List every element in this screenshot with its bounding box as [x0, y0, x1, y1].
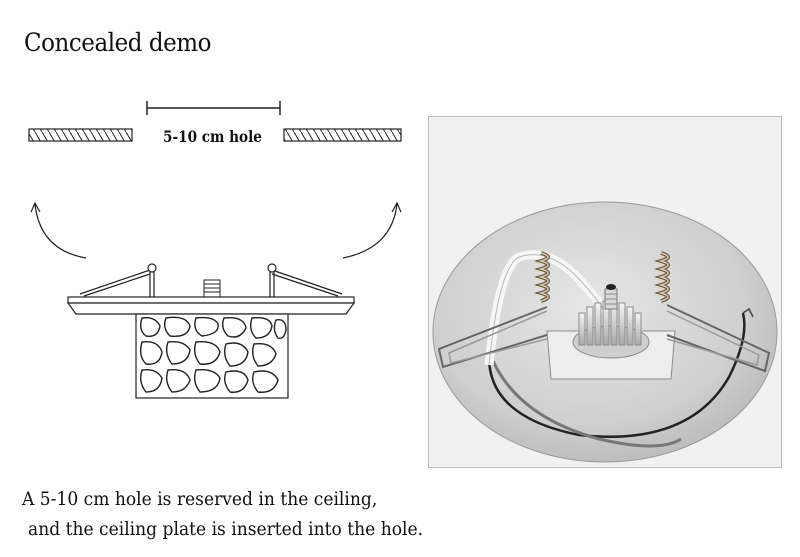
heat-sink: [572, 284, 650, 359]
ceiling-left: [28, 128, 133, 142]
page-title: Concealed demo: [24, 28, 212, 57]
spring-clip-right: [267, 263, 343, 298]
caption-line-2: and the ceiling plate is inserted into t…: [28, 518, 424, 540]
arrow-right: [342, 201, 402, 259]
right-spring: [653, 251, 771, 373]
spring-clip-left: [79, 263, 157, 298]
ceiling-plate: [66, 296, 356, 315]
lamp-body: [135, 313, 289, 399]
installation-diagram: [28, 101, 402, 399]
hole-dimension-marker: [146, 101, 281, 115]
product-photo: [428, 116, 782, 468]
caption-line-1: A 5-10 cm hole is reserved in the ceilin…: [22, 488, 378, 510]
fixture-illustration: [432, 201, 778, 463]
center-screw: [203, 279, 221, 299]
arrow-left: [30, 201, 87, 259]
left-spring: [437, 251, 550, 369]
ceiling-right: [283, 128, 402, 142]
hole-size-label: 5-10 cm hole: [163, 127, 262, 146]
